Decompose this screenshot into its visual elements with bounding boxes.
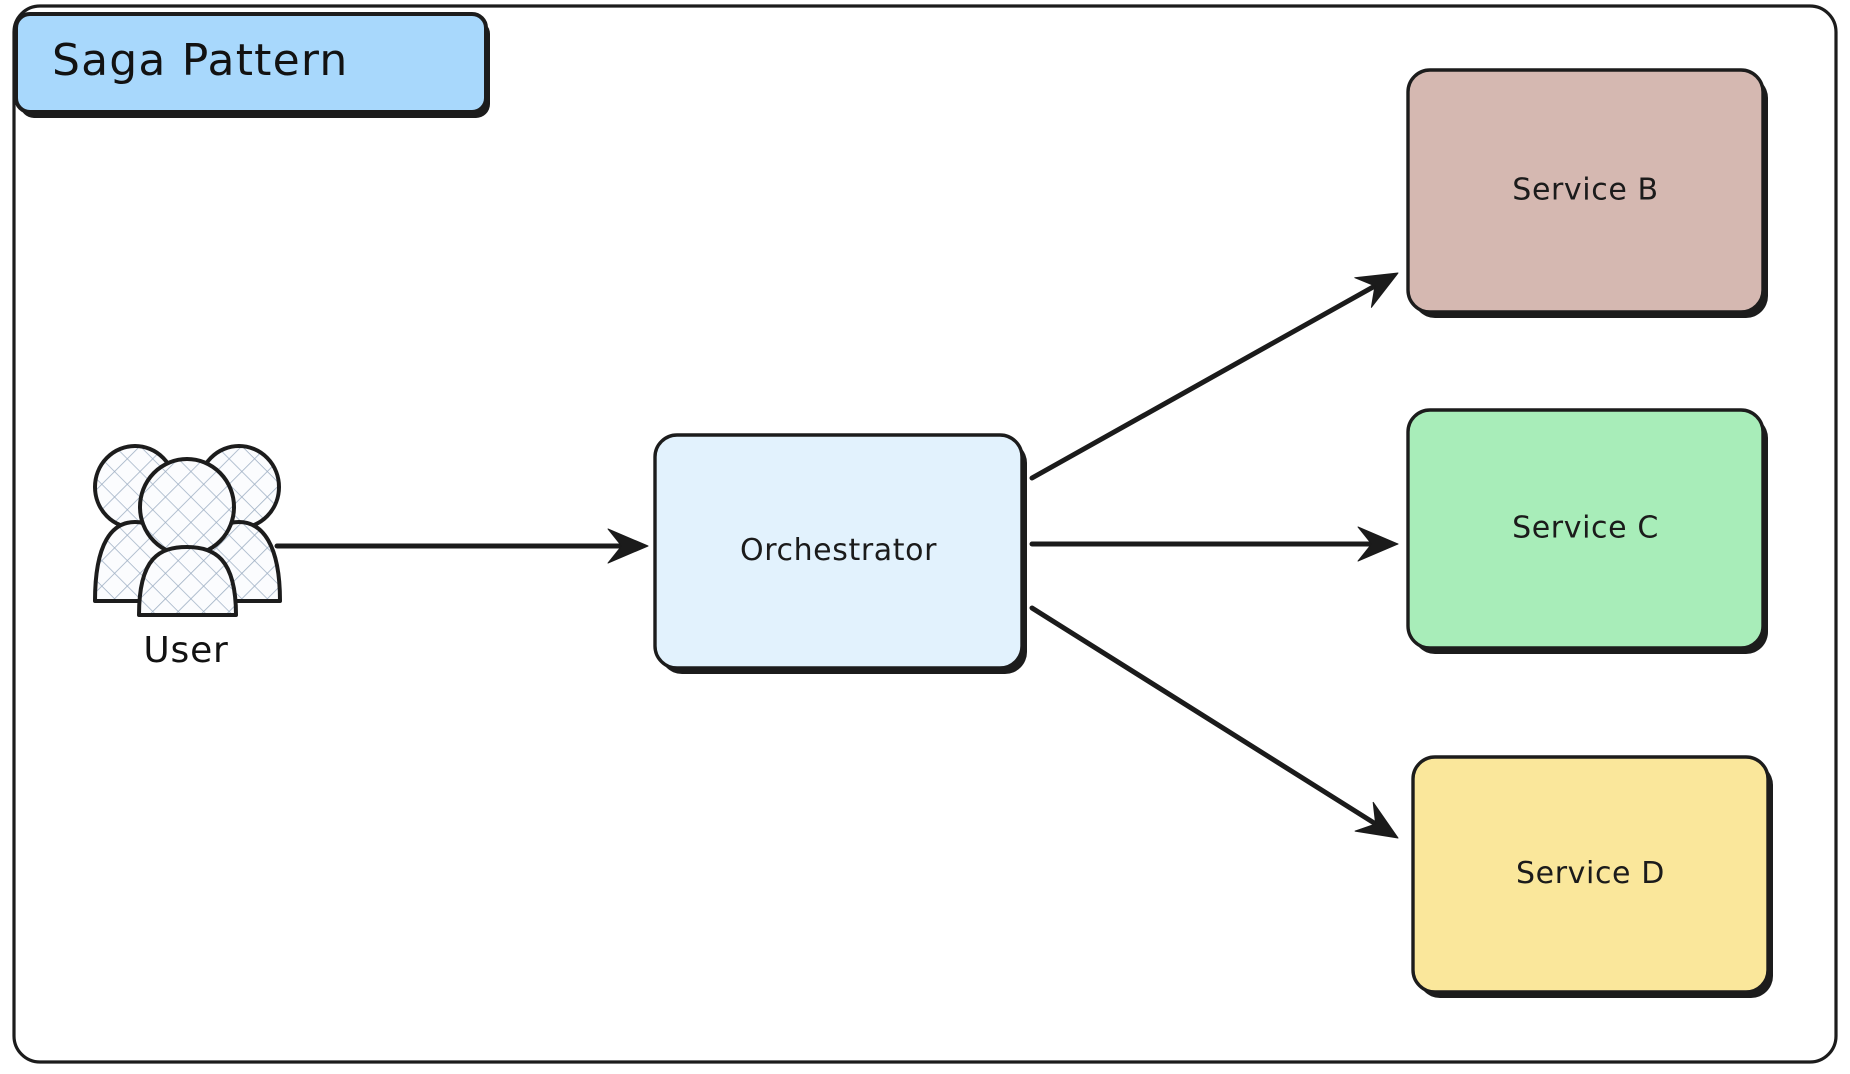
node-orchestrator-label: Orchestrator [740, 533, 937, 568]
page-title: Saga Pattern [52, 35, 348, 86]
edge-orchestrator-to-service-b [1029, 272, 1399, 481]
title-badge: Saga Pattern [14, 12, 490, 118]
user-actor-label: User [143, 630, 228, 671]
edge-orchestrator-to-service-c [1029, 526, 1399, 562]
node-service-d-label: Service D [1516, 856, 1665, 891]
node-service-b[interactable]: Service B [1406, 68, 1768, 318]
user-actor[interactable]: User [93, 444, 282, 671]
edge-orchestrator-to-service-d [1029, 605, 1399, 839]
node-service-b-label: Service B [1512, 173, 1658, 208]
edge-user-to-orchestrator [274, 528, 649, 564]
users-group-icon [93, 444, 282, 617]
node-service-d[interactable]: Service D [1411, 755, 1773, 998]
node-orchestrator[interactable]: Orchestrator [653, 433, 1027, 674]
node-service-c[interactable]: Service C [1406, 408, 1768, 654]
node-service-c-label: Service C [1512, 511, 1659, 546]
